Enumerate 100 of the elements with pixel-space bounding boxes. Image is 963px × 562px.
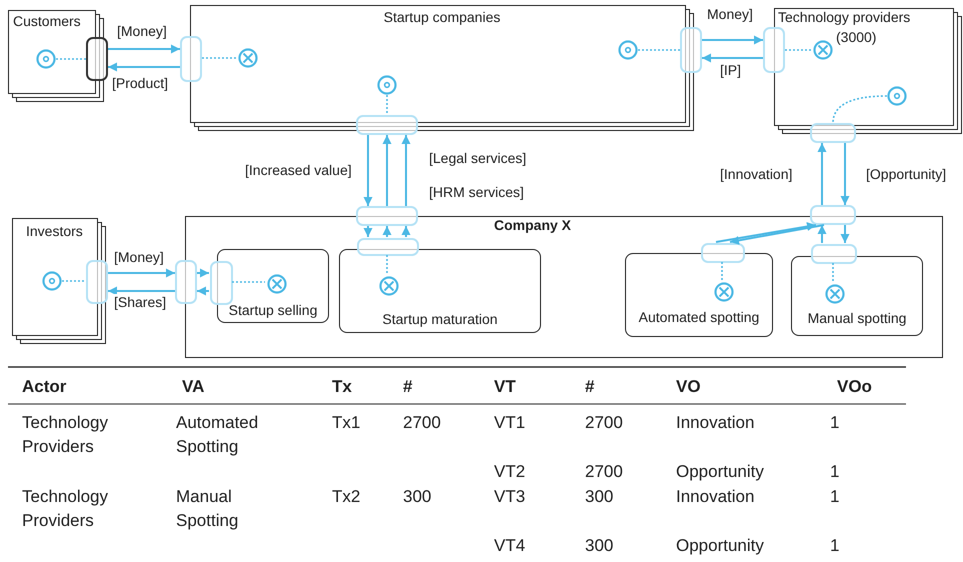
actor-label: Startup companies: [382, 9, 502, 26]
edge-label: [Shares]: [113, 294, 168, 311]
column-header: Tx: [332, 376, 353, 398]
value-transfer-arrow: [702, 54, 763, 62]
cell-text: VT1: [494, 412, 526, 434]
start-stimulus-icon: [377, 75, 397, 95]
activity-label: Startup maturation: [381, 311, 499, 328]
market-segment-box: [185, 216, 943, 358]
cell-text: 300: [585, 486, 614, 508]
value-interface: [680, 27, 702, 73]
value-transfer-arrow: [197, 286, 209, 296]
cell-text: Opportunity: [676, 461, 765, 483]
value-transfer-arrow: [364, 135, 372, 206]
end-stimulus-icon: [379, 276, 399, 296]
value-interface: [175, 260, 197, 304]
actor-stack: [12, 218, 106, 344]
edge-label: [Money]: [116, 23, 168, 40]
cell-text: 2700: [585, 412, 624, 434]
column-header: VT: [494, 376, 517, 398]
end-stimulus-icon: [267, 274, 287, 294]
column-header: VO: [676, 376, 702, 398]
cell-text: 2700: [403, 412, 442, 434]
value-transfer-arrow: [364, 226, 372, 237]
start-stimulus-icon: [887, 86, 907, 106]
value-transfer-arrow: [108, 268, 175, 278]
value-transfer-arrow: [108, 62, 180, 72]
edge-label: [IP]: [719, 62, 742, 79]
edge-label: [Innovation]: [719, 166, 794, 183]
actor-label: Investors: [26, 223, 83, 240]
cell-text: 300: [585, 535, 614, 557]
cell-text: Tx2: [332, 486, 362, 508]
edge-label: [HRM services]: [428, 184, 525, 201]
value-interface: [356, 115, 418, 135]
column-header: #: [585, 376, 596, 398]
dotted-connection: [785, 49, 813, 51]
cell-text: Opportunity: [676, 535, 765, 557]
value-interface: [357, 238, 419, 256]
cell-text: Manual Spotting: [176, 486, 240, 532]
edge-label: Money]: [706, 6, 754, 23]
start-stimulus-icon: [618, 40, 638, 60]
cell-text: Tx1: [332, 412, 362, 434]
column-header: VA: [182, 376, 206, 398]
actor-stack: [774, 8, 962, 134]
dotted-connection: [832, 95, 888, 124]
cell-text: 2700: [585, 461, 624, 483]
cell-text: 1: [830, 535, 840, 557]
value-transfer-arrow: [840, 143, 850, 205]
cell-text: Technology Providers: [22, 486, 110, 532]
column-header: VOo: [837, 376, 873, 398]
activity-box: [625, 253, 773, 337]
end-stimulus-icon: [714, 282, 734, 302]
value-transfer-arrow: [818, 225, 826, 243]
edge-label: [Increased value]: [244, 162, 353, 179]
value-transfer-arrow: [108, 286, 175, 296]
cell-text: 1: [830, 412, 840, 434]
start-stimulus-icon: [42, 271, 62, 291]
value-interface: [810, 205, 856, 225]
activity-box: [339, 249, 541, 333]
cell-text: VT3: [494, 486, 526, 508]
actor-label: Technology providers: [778, 9, 910, 26]
value-interface: [701, 243, 745, 263]
activity-box: [217, 249, 329, 323]
column-header: Actor: [22, 376, 68, 398]
actor-stack: [190, 5, 694, 131]
value-transfer-arrow: [382, 135, 392, 206]
end-stimulus-icon: [238, 48, 258, 68]
value-interface: [86, 37, 108, 81]
value-interface: [810, 123, 856, 143]
edge-label: [Money]: [113, 249, 165, 266]
value-interface: [210, 261, 233, 305]
value-transfer-arrow: [730, 224, 824, 245]
dotted-connection: [56, 58, 86, 60]
dotted-connection: [232, 281, 265, 283]
end-stimulus-icon: [813, 40, 833, 60]
activity-label: Manual spotting: [806, 310, 908, 327]
value-transfer-arrow: [402, 135, 410, 206]
value-transfer-arrow: [840, 225, 850, 243]
dotted-connection: [202, 57, 238, 59]
value-transfer-arrow: [197, 268, 209, 278]
cell-text: VT4: [494, 535, 526, 557]
column-header: #: [403, 376, 414, 398]
value-interface: [356, 206, 418, 226]
edge-label: [Legal services]: [428, 150, 528, 167]
dotted-connection: [832, 263, 834, 282]
value-transfer-arrow: [382, 226, 392, 237]
edge-label: [Product]: [111, 75, 170, 92]
cell-text: Technology Providers: [22, 412, 110, 458]
dotted-connection: [386, 95, 388, 115]
dotted-connection: [638, 49, 680, 51]
dotted-connection: [62, 280, 86, 282]
actor-label: (3000): [836, 29, 876, 46]
dotted-connection: [721, 262, 723, 280]
cell-text: Innovation: [676, 412, 756, 434]
cell-text: Innovation: [676, 486, 756, 508]
end-stimulus-icon: [825, 284, 845, 304]
activity-box: [791, 256, 923, 336]
value-transfer-arrow: [108, 44, 180, 54]
start-stimulus-icon: [36, 49, 56, 69]
cell-text: 1: [830, 461, 840, 483]
value-interface: [180, 36, 202, 82]
